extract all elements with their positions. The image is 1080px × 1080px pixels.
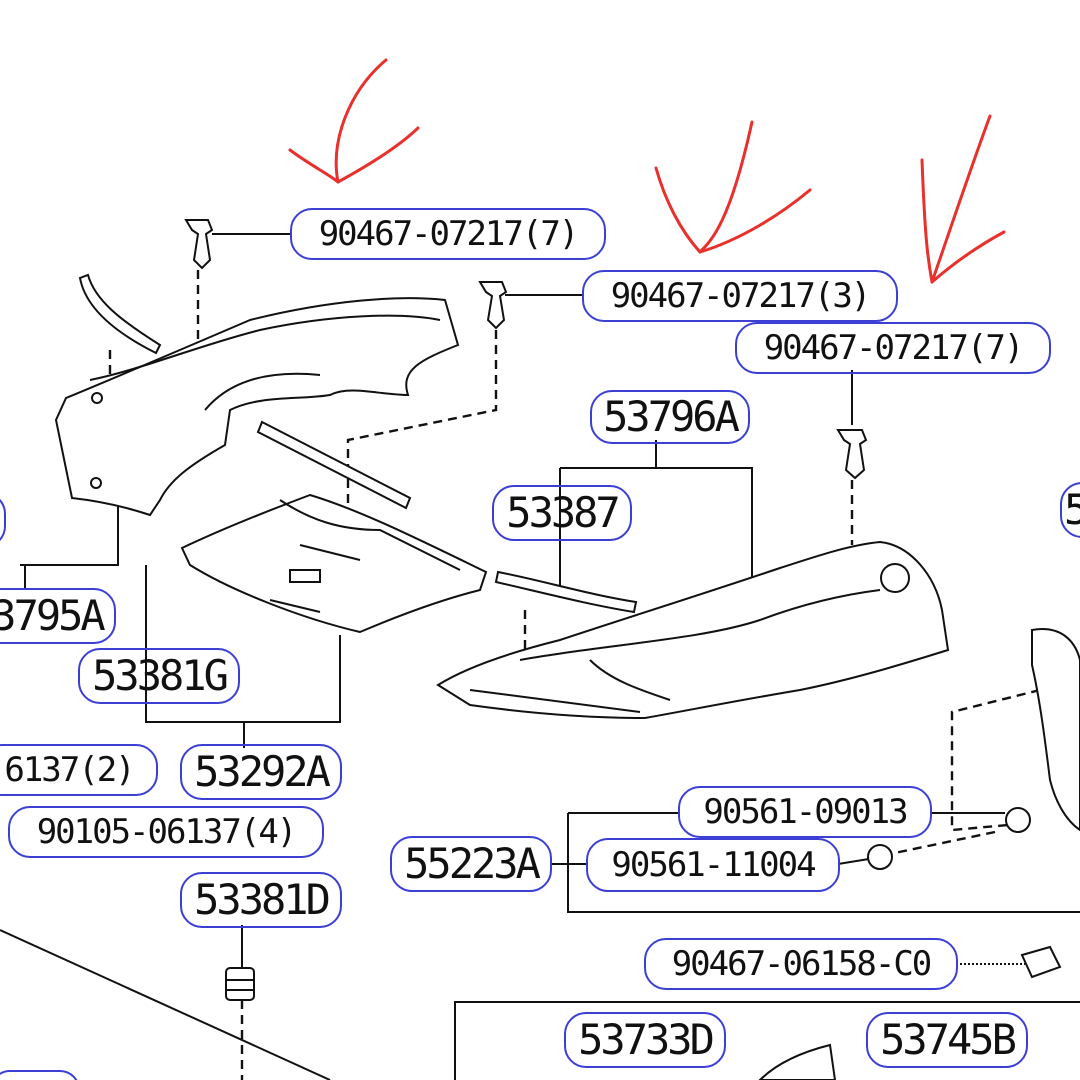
middle-under-tray	[180, 493, 488, 634]
part-label-clip-top-left[interactable]: 90467-07217(7)	[290, 208, 606, 260]
part-label-53387[interactable]: 53387	[492, 485, 632, 541]
part-label-53796a[interactable]: 53796A	[590, 390, 750, 444]
center-under-cover	[436, 540, 950, 720]
part-label-53733d[interactable]: 53733D	[564, 1012, 726, 1068]
part-label-6137-2[interactable]: 6137(2)	[0, 744, 158, 796]
leader-lines	[0, 233, 1080, 1080]
part-label-53381g[interactable]: 53381G	[78, 648, 240, 704]
part-label-clip-top-right[interactable]: 90467-07217(7)	[735, 322, 1051, 374]
upper-left-cover	[54, 297, 460, 517]
arrow-annotation-icon	[288, 58, 1006, 284]
seal-strips	[78, 273, 638, 614]
part-label-edge-bottom-left[interactable]	[0, 1070, 80, 1080]
right-bracket	[758, 628, 1080, 1080]
part-label-90561-09013[interactable]: 90561-09013	[678, 786, 932, 838]
part-label-90561-11004[interactable]: 90561-11004	[586, 838, 840, 892]
part-label-clip-top-mid[interactable]: 90467-07217(3)	[582, 270, 898, 322]
part-label-53292a[interactable]: 53292A	[180, 744, 342, 800]
part-label-90105-06137-4[interactable]: 90105-06137(4)	[8, 806, 324, 858]
part-label-90467-06158-c0[interactable]: 90467-06158-C0	[644, 938, 958, 990]
part-label-53745b[interactable]: 53745B	[866, 1012, 1028, 1068]
part-label-55223a[interactable]: 55223A	[390, 836, 552, 892]
clip-icon	[184, 219, 868, 480]
nut-icon	[867, 807, 1062, 979]
part-label-53381d[interactable]: 53381D	[180, 872, 342, 928]
part-label-53795a[interactable]: 3795A	[0, 588, 116, 644]
grommet-icon	[225, 967, 255, 1001]
